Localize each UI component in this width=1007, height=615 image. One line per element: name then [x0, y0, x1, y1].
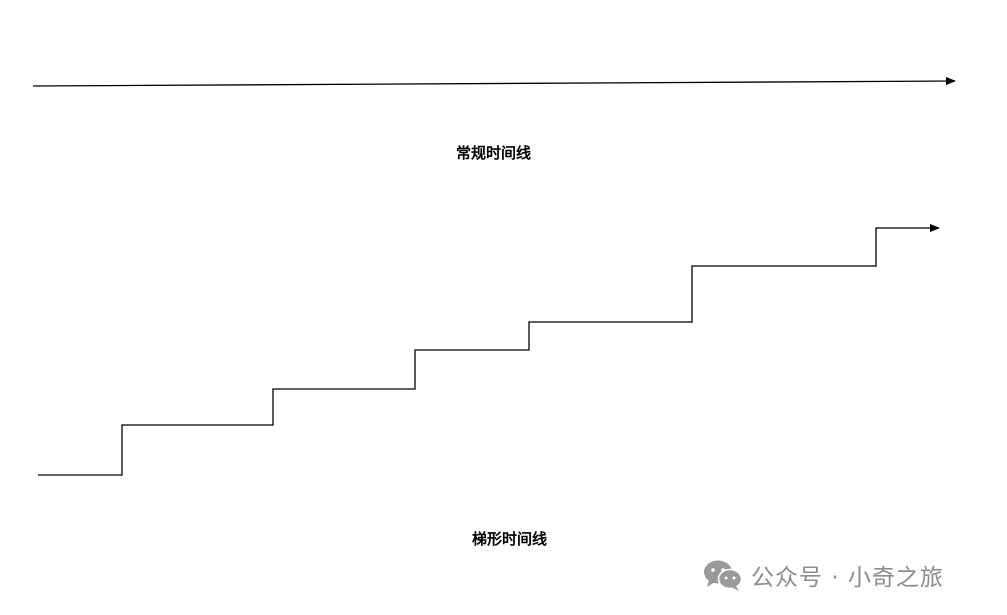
watermark: 公众号 · 小奇之旅 — [703, 558, 944, 592]
watermark-text: 公众号 · 小奇之旅 — [751, 565, 944, 591]
stepped-timeline-arrow — [38, 224, 940, 476]
regular-timeline-label: 常规时间线 — [456, 144, 532, 162]
regular-timeline-arrow — [32, 77, 956, 87]
wechat-icon — [704, 560, 743, 591]
stepped-timeline-label: 梯形时间线 — [472, 530, 548, 548]
